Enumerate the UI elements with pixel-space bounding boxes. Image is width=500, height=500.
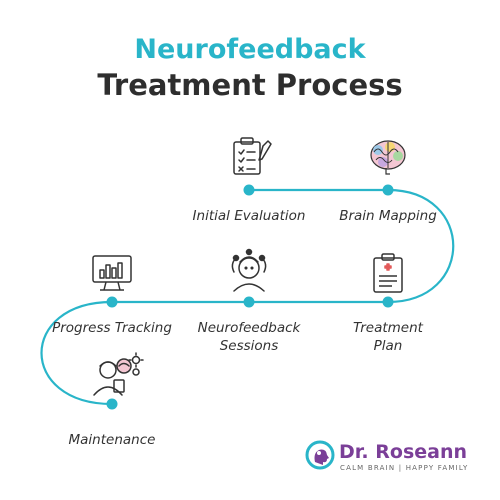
step-label-brain-mapping: Brain Mapping (339, 208, 437, 224)
person-with-sensors-icon (231, 248, 267, 292)
head-profile-logo-icon (305, 440, 335, 470)
node-dot-brain-mapping (382, 184, 394, 196)
node-dot-progress-tracking (106, 296, 118, 308)
step-label-treatment-plan: Treatment Plan (353, 320, 423, 354)
node-dot-maintenance (106, 398, 118, 410)
brand-logo: Dr. Roseann CALM BRAIN | HAPPY FAMILY (305, 440, 490, 480)
monitor-chart-icon (92, 255, 132, 291)
step-label-neurofeedback-sessions: Neurofeedback Sessions (197, 320, 301, 354)
doctor-brain-gears-icon (93, 352, 144, 396)
clipboard-checklist-icon (233, 137, 272, 175)
medical-clipboard-icon (373, 253, 403, 293)
brain-icon (370, 140, 406, 175)
step-label-maintenance: Maintenance (68, 432, 156, 448)
node-dot-treatment-plan (382, 296, 394, 308)
step-label-initial-evaluation: Initial Evaluation (192, 208, 306, 224)
title-line-2: Treatment Process (97, 68, 403, 102)
logo-name: Dr. Roseann (339, 441, 468, 463)
title-line-1: Neurofeedback (134, 34, 366, 65)
node-dot-initial-evaluation (243, 184, 255, 196)
step-label-progress-tracking: Progress Tracking (52, 320, 172, 336)
logo-tagline: CALM BRAIN | HAPPY FAMILY (340, 464, 469, 472)
node-dot-neurofeedback-sessions (243, 296, 255, 308)
